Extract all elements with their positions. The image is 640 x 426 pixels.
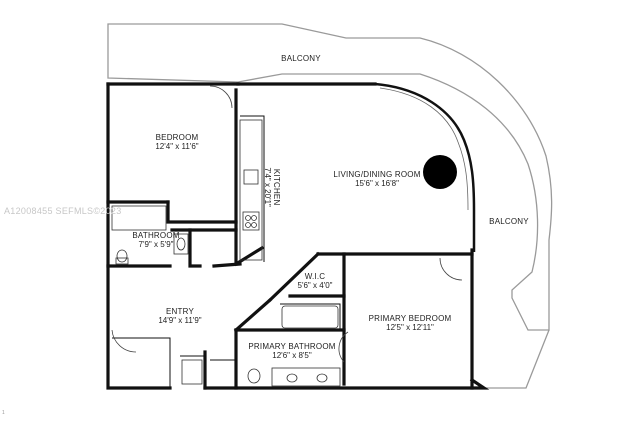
- kitchen-dims: 7'4" x 20'1": [263, 167, 272, 207]
- balcony-rail: [484, 329, 550, 389]
- primary-bedroom-dims: 12'5" x 12'11": [386, 323, 434, 333]
- bathroom-dims: 7'9" x 5'9": [138, 240, 174, 250]
- bedroom-label: BEDROOM 12'4" x 11'6": [132, 133, 222, 151]
- primary-bedroom-name: PRIMARY BEDROOM: [368, 314, 452, 323]
- bedroom-name: BEDROOM: [155, 133, 199, 142]
- primary-bedroom-label: PRIMARY BEDROOM 12'5" x 12'11": [360, 314, 460, 332]
- kitchen-counters: [239, 119, 263, 261]
- doors: [111, 85, 463, 363]
- wic-dims: 5'6" x 4'0": [297, 281, 333, 291]
- curved-window-wall: [374, 82, 476, 252]
- entry-dims: 14'9" x 11'9": [158, 316, 202, 326]
- wic-name: W.I.C: [304, 272, 326, 281]
- bathroom-name: BATHROOM: [132, 231, 180, 240]
- living-name: LIVING/DINING ROOM: [333, 170, 421, 179]
- wic-label: W.I.C 5'6" x 4'0": [284, 272, 346, 290]
- interior-lines: [112, 115, 341, 388]
- primary-bathroom-name: PRIMARY BATHROOM: [248, 342, 336, 351]
- entry-label: ENTRY 14'9" x 11'9": [140, 307, 220, 325]
- walls: [106, 82, 490, 390]
- structural-column: [423, 155, 457, 189]
- footer-mark: 1: [2, 410, 5, 416]
- primary-bathroom-dims: 12'6" x 8'5": [272, 351, 312, 361]
- balcony-outline: [107, 23, 553, 331]
- bathroom-label: BATHROOM 7'9" x 5'9": [118, 231, 194, 249]
- primary-bath-fixtures: [181, 305, 341, 387]
- mls-watermark: A12008455 SEFMLS©2023: [4, 206, 122, 216]
- living-label: LIVING/DINING ROOM 15'6" x 16'8": [322, 170, 432, 188]
- kitchen-label: KITCHEN 7'4" x 20'1": [263, 147, 281, 227]
- living-dims: 15'6" x 16'8": [355, 179, 399, 189]
- primary-bathroom-label: PRIMARY BATHROOM 12'6" x 8'5": [244, 342, 340, 360]
- entry-name: ENTRY: [166, 307, 194, 316]
- balcony-right-label: BALCONY: [489, 217, 529, 226]
- kitchen-name: KITCHEN: [272, 168, 282, 206]
- balcony-top-label: BALCONY: [281, 54, 321, 63]
- bathroom-fixtures: [111, 205, 189, 265]
- bedroom-dims: 12'4" x 11'6": [155, 142, 199, 152]
